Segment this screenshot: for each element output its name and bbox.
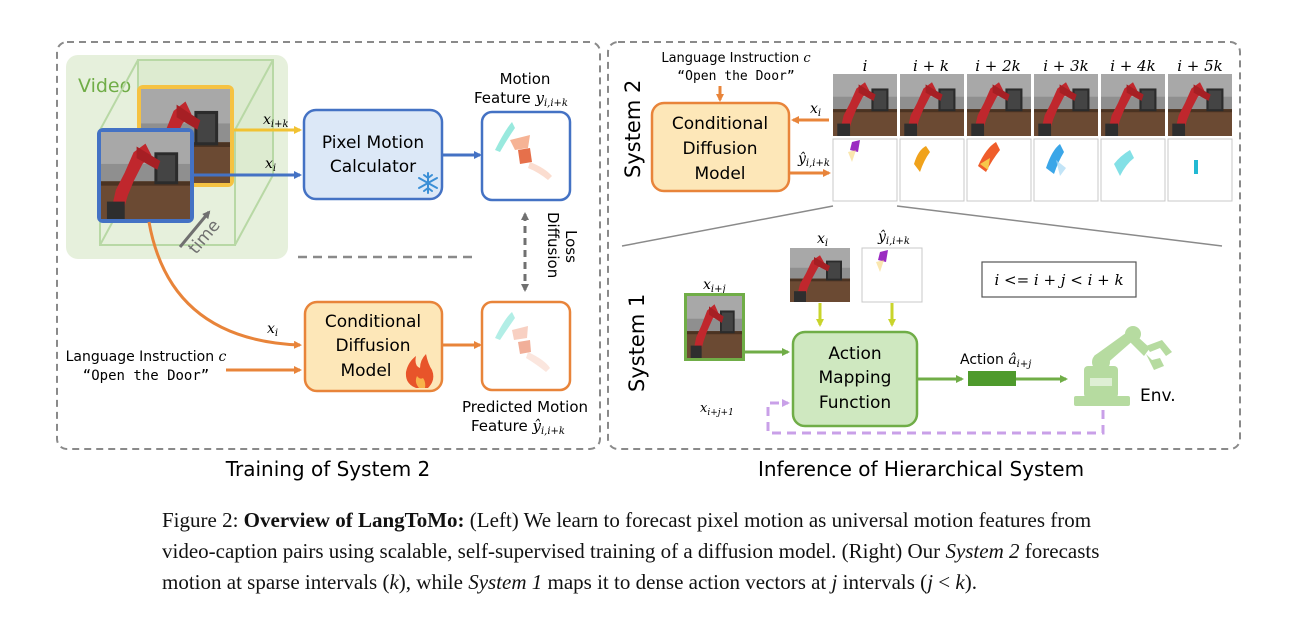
frame-label-2: i + 2k (975, 57, 1021, 75)
robot-frame-1 (900, 74, 964, 136)
motion-frame-1 (899, 138, 965, 202)
figure-caption: Figure 2: Overview of LangToMo: (Left) W… (162, 505, 1252, 598)
frame-labels: i i + k i + 2k i + 3k i + 4k i + 5k (863, 57, 1223, 75)
caption-line-3: motion at sparse intervals (k), while Sy… (162, 570, 977, 594)
sys1-xi-label: xi (817, 231, 828, 249)
system2-label: System 2 (621, 80, 645, 178)
left-panel: Video time xi+k xi Pixel Moti (56, 41, 601, 481)
zoom-line-right (896, 205, 1223, 247)
motion-frames-row (832, 138, 1233, 202)
label-yhat-right: ŷi,i+k (797, 150, 830, 169)
sys1-yhat-image (861, 247, 923, 303)
motion-feature-line1: Motion (500, 70, 551, 88)
cdm-right-line3: Model (694, 164, 745, 184)
constraint-text: i <= i + j < i + k (994, 271, 1123, 289)
amf-line2: Mapping (819, 368, 892, 388)
label-xi-left-cdm: xi (267, 321, 278, 339)
left-panel-border (56, 41, 601, 450)
label-xi-right: xi (810, 101, 821, 119)
predicted-motion-image (480, 300, 572, 392)
robot-frame-5 (1168, 74, 1232, 136)
cdm-right-line1: Conditional (672, 114, 768, 134)
lang-instr-right-label: Language Instruction c (661, 51, 811, 66)
cdm-left-line2: Diffusion (335, 336, 410, 356)
amf-line1: Action (828, 344, 881, 364)
left-panel-title: Training of System 2 (225, 457, 431, 481)
feedback-loop (766, 399, 1105, 435)
action-vector (968, 371, 1016, 386)
frame-label-4: i + 4k (1110, 57, 1156, 75)
x-ij-label: xi+j (703, 277, 726, 295)
frame-label-5: i + 5k (1177, 57, 1223, 75)
motion-frame-0 (832, 138, 898, 202)
cdm-right-line2: Diffusion (682, 139, 757, 159)
diffusion-loss-line1: Diffusion (544, 212, 562, 278)
snowflake-icon (418, 172, 438, 194)
lang-instr-right-text: “Open the Door” (677, 69, 794, 84)
robot-frame-0 (833, 74, 897, 136)
frame-label-0: i (863, 57, 868, 75)
cdm-left-line3: Model (340, 361, 391, 381)
caption-line-2: video-caption pairs using scalable, self… (162, 539, 1100, 563)
motion-frame-3 (1033, 138, 1099, 202)
action-label: Action âi+j (960, 352, 1031, 370)
x-ij-image (684, 293, 745, 361)
sys1-yhat-label: ŷi,i+k (877, 228, 910, 247)
predicted-line2: Feature ŷi,i+k (471, 417, 565, 437)
motion-frame-5 (1167, 138, 1233, 202)
lang-instr-left-label: Language Instruction c (66, 349, 227, 365)
cdm-box-right (650, 101, 791, 193)
video-label: Video (78, 75, 131, 97)
motion-frame-2 (966, 138, 1032, 202)
figure-canvas: Video time xi+k xi Pixel Moti (56, 41, 1241, 481)
constraint-box (981, 261, 1137, 298)
frame-label-1: i + k (913, 57, 949, 75)
right-panel-border (607, 41, 1241, 450)
lang-instr-left-text: “Open the Door” (83, 368, 209, 384)
env-label: Env. (1140, 386, 1176, 406)
system1-label: System 1 (625, 294, 649, 392)
motion-feature-line2: Feature yi,i+k (474, 89, 568, 109)
zoom-line-left (621, 205, 834, 247)
time-arrow (178, 210, 211, 248)
pixel-motion-line1: Pixel Motion (322, 133, 424, 153)
diffusion-loss-line2: Loss (562, 230, 580, 263)
caption-line-1: Figure 2: Overview of LangToMo: (Left) W… (162, 508, 1092, 532)
right-panel-title: Inference of Hierarchical System (758, 457, 1084, 481)
cdm-left-line1: Conditional (325, 312, 421, 332)
curve-xi-to-cdm (147, 221, 302, 349)
x-ij1-label: xi+j+1 (700, 401, 734, 418)
robot-frames-row (833, 74, 1232, 136)
robot-arm-icon (1074, 326, 1172, 406)
frame-label-3: i + 3k (1043, 57, 1089, 75)
robot-frame-2 (967, 74, 1031, 136)
amf-line3: Function (819, 393, 891, 413)
flame-icon (405, 354, 434, 388)
sys1-xi-image (790, 248, 850, 302)
robot-frame-3 (1034, 74, 1098, 136)
robot-frame-4 (1101, 74, 1165, 136)
motion-feature-image (480, 110, 572, 202)
video-frame-current (97, 128, 194, 223)
label-xi: xi (265, 156, 276, 174)
label-xik: xi+k (263, 112, 289, 130)
caption-bold-title: Overview of LangToMo: (243, 508, 465, 532)
motion-frame-4 (1100, 138, 1166, 202)
pixel-motion-line2: Calculator (330, 157, 416, 177)
right-panel: System 2 Language Instruction c “Open th… (607, 41, 1241, 481)
predicted-line1: Predicted Motion (462, 398, 588, 416)
